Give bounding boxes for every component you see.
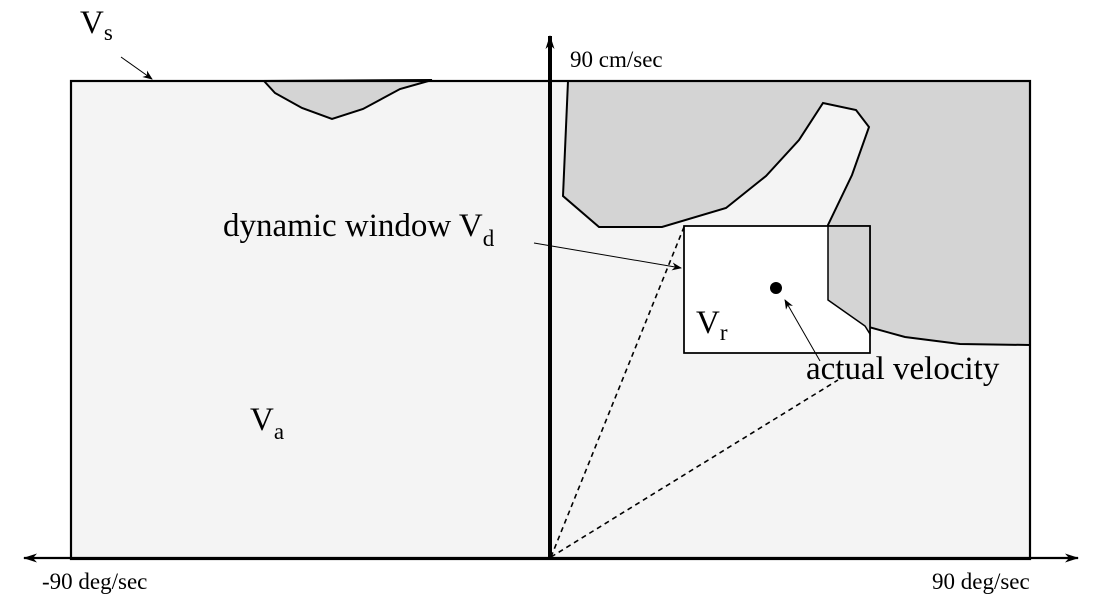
actual-velocity-label: actual velocity	[806, 351, 1000, 387]
va-label-sub: a	[274, 419, 284, 444]
y-axis-max-label: 90 cm/sec	[570, 47, 663, 72]
dynamic-window-outline	[683, 225, 871, 354]
vd-label: dynamic window Vd	[223, 208, 495, 251]
vr-label: Vr	[696, 305, 728, 345]
x-axis-max-label: 90 deg/sec	[932, 569, 1030, 594]
vd-label-sub: d	[483, 226, 495, 251]
vd-label-main: dynamic window V	[223, 208, 483, 244]
x-axis-min-label: -90 deg/sec	[42, 569, 147, 594]
vr-label-main: V	[696, 305, 720, 341]
dashed-line-lower	[550, 379, 839, 558]
vs-label-sub: s	[104, 20, 113, 45]
vs-pointer-arrow	[120, 56, 153, 80]
vd-pointer-arrow	[533, 242, 682, 271]
vr-label-sub: r	[720, 320, 728, 345]
vs-label: Vs	[80, 5, 113, 45]
vs-label-main: V	[80, 5, 104, 41]
va-label: Va	[250, 402, 284, 444]
actual-velocity-dot-icon	[770, 282, 782, 294]
obstacle-region-top-right	[561, 80, 1031, 347]
va-label-main: V	[250, 402, 274, 438]
actual-velocity-pointer-arrow	[784, 299, 821, 362]
